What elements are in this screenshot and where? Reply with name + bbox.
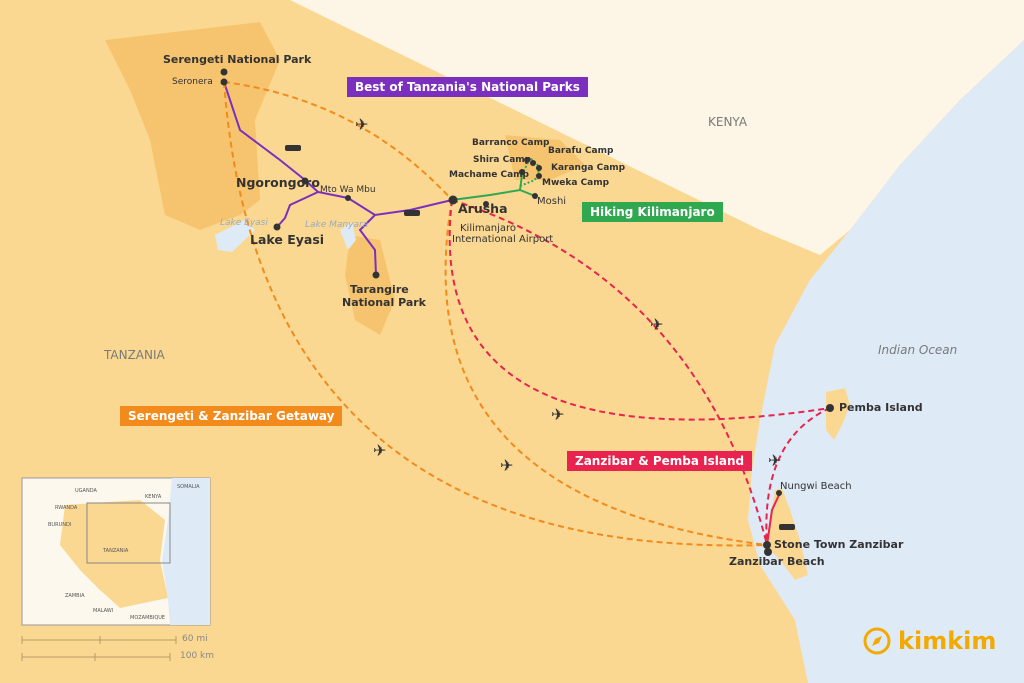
barafu-label: Barafu Camp [548, 146, 614, 156]
pemba-label: Pemba Island [839, 401, 923, 414]
inset-mozambique: MOZAMBIQUE [130, 615, 166, 621]
region-ocean: Indian Ocean [878, 343, 958, 357]
ocean [748, 40, 1024, 683]
inset-tanzania: TANZANIA [103, 548, 129, 554]
inset-uganda: UGANDA [75, 488, 97, 494]
lake-manyara-label: Lake Manyara [305, 220, 369, 230]
tarangire-label: Tarangire [350, 283, 409, 296]
barranco-label: Barranco Camp [472, 138, 550, 148]
kia-label: Kilimanjaro [460, 223, 517, 234]
inset-somalia: SOMALIA [177, 484, 200, 490]
zanzibar-shape [765, 488, 808, 580]
scale-km: 100 km [180, 651, 215, 661]
brand-logo: kimkim [862, 626, 996, 656]
route-kili-dotted [519, 156, 542, 187]
lake-eyasi-label: Lake Eyasi [220, 218, 268, 228]
pemba-shape [826, 388, 850, 440]
moshi-label: Moshi [537, 196, 567, 207]
nungwi-label: Nungwi Beach [780, 481, 852, 492]
route-pemba-3 [765, 407, 831, 546]
mto-wa-mbu-label: Mto Wa Mbu [320, 185, 376, 195]
place-dots [220, 68, 834, 556]
route-getaway-3 [444, 199, 768, 546]
tarangire-park [345, 235, 395, 335]
kia-label-2: International Airport [452, 234, 554, 245]
plane-icon: ✈ [551, 405, 564, 424]
route-getaway-1 [223, 81, 453, 201]
mweka-label: Mweka Camp [542, 178, 610, 188]
route-kili [451, 174, 536, 201]
route-zanzibar-drive [766, 494, 780, 546]
car-icons [285, 145, 795, 530]
shira-label: Shira Camp [473, 155, 532, 165]
kilimanjaro-park [505, 135, 585, 180]
route-parks [223, 81, 453, 276]
route-tag-parks: Best of Tanzania's National Parks [347, 77, 588, 97]
kenya-region [290, 0, 1024, 255]
route-tag-pemba: Zanzibar & Pemba Island [567, 451, 753, 471]
serengeti-label: Serengeti National Park [163, 53, 312, 66]
plane-icon: ✈ [500, 456, 513, 475]
zanzibar-beach-label: Zanzibar Beach [729, 555, 825, 568]
region-tanzania: TANZANIA [104, 348, 165, 362]
lake-eyasi [215, 220, 255, 252]
inset-burundi: BURUNDI [48, 522, 72, 528]
plane-icons: ✈ ✈ ✈ ✈ ✈ ✈ [355, 115, 781, 475]
lake-eyasi-place-label: Lake Eyasi [250, 232, 325, 247]
inset-malawi: MALAWI [93, 608, 114, 614]
stone-town-label: Stone Town Zanzibar [774, 538, 904, 551]
ngorongoro-label: Ngorongoro [236, 175, 320, 190]
serengeti-park [105, 22, 280, 230]
brand-name: kimkim [898, 627, 997, 655]
car-icon [404, 210, 420, 216]
karanga-label: Karanga Camp [551, 163, 626, 173]
route-tag-kilimanjaro: Hiking Kilimanjaro [582, 202, 723, 222]
tarangire-label-2: National Park [342, 296, 426, 309]
inset-zambia: ZAMBIA [65, 593, 85, 599]
plane-icon: ✈ [373, 441, 386, 460]
lake-manyara [340, 222, 356, 250]
plane-icon: ✈ [355, 115, 368, 134]
seronera-label: Seronera [172, 77, 213, 87]
car-icon [779, 524, 795, 530]
route-pemba-1 [448, 199, 831, 421]
machame-label: Machame Camp [449, 170, 529, 180]
region-kenya: KENYA [708, 115, 748, 129]
plane-icon: ✈ [768, 451, 781, 470]
inset-kenya: KENYA [145, 494, 162, 500]
compass-icon [863, 627, 891, 655]
route-getaway-2 [223, 81, 768, 547]
plane-icon: ✈ [650, 315, 663, 334]
arusha-label: Arusha [458, 201, 508, 216]
car-icon [285, 145, 301, 151]
inset-rwanda: RWANDA [55, 505, 78, 511]
route-pemba-2 [451, 199, 768, 546]
route-tag-getaway: Serengeti & Zanzibar Getaway [120, 406, 343, 426]
scale-mi: 60 mi [182, 634, 208, 644]
